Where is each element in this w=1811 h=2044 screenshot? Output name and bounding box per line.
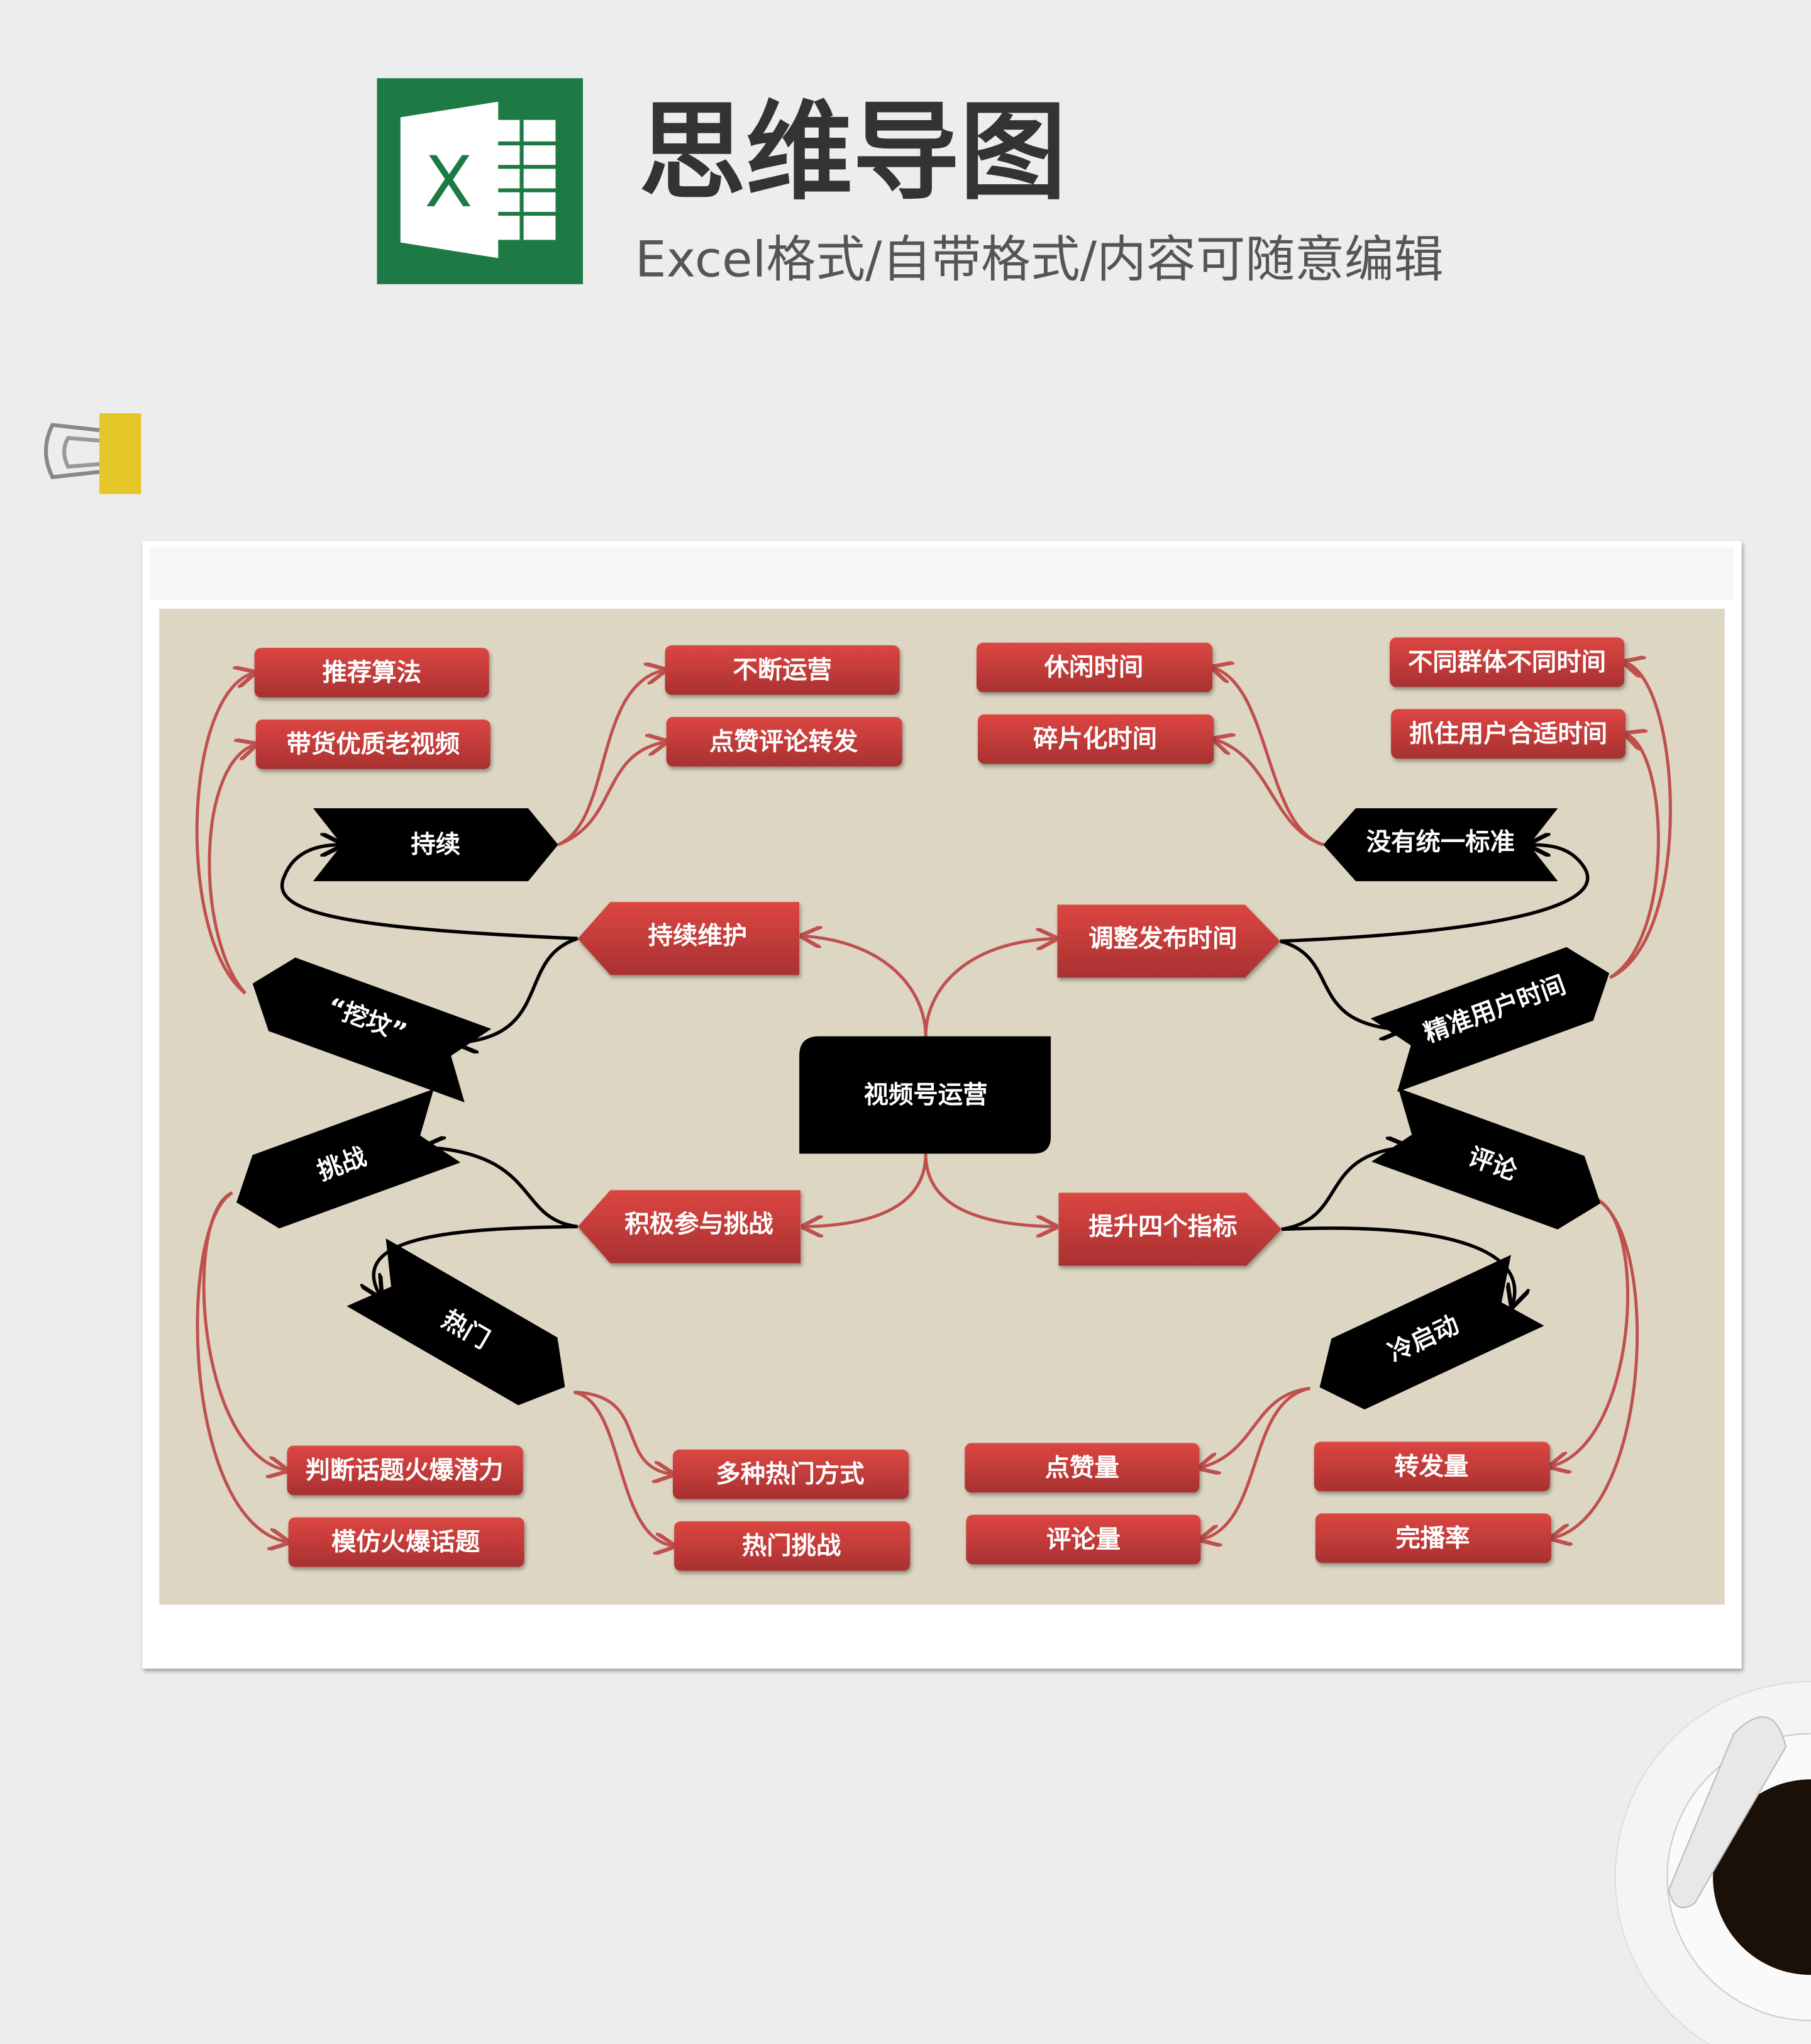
svg-text:视频号运营: 视频号运营	[864, 1080, 988, 1109]
branch-node-challenge[interactable]: 积极参与挑战	[577, 1190, 801, 1264]
sub-node-comment[interactable]: 评论	[1371, 1088, 1614, 1240]
svg-text:持续: 持续	[411, 830, 460, 859]
sub-node-dig[interactable]: “挖坟”	[239, 947, 492, 1103]
excel-logo: X	[377, 78, 584, 284]
svg-text:热门挑战: 热门挑战	[742, 1531, 841, 1560]
leaf-node[interactable]: 评论量	[966, 1514, 1201, 1565]
leaf-node[interactable]: 休闲时间	[976, 642, 1213, 692]
page-subtitle: Excel格式/自带格式/内容可随意编辑	[635, 230, 1443, 288]
svg-text:X: X	[424, 142, 473, 223]
branch-node-maintain[interactable]: 持续维护	[577, 902, 800, 975]
svg-text:完播率: 完播率	[1395, 1524, 1470, 1553]
leaf-node[interactable]: 不断运营	[665, 645, 900, 695]
connectors	[195, 662, 1672, 1546]
svg-text:调整发布时间: 调整发布时间	[1088, 924, 1237, 953]
leaf-node[interactable]: 多种热门方式	[673, 1449, 909, 1499]
svg-text:持续维护: 持续维护	[648, 921, 748, 950]
svg-text:多种热门方式: 多种热门方式	[716, 1460, 864, 1489]
sub-node-cold-start[interactable]: 冷启动	[1303, 1255, 1544, 1423]
center-node[interactable]: 视频号运营	[799, 1036, 1051, 1154]
branch-node-metrics[interactable]: 提升四个指标	[1058, 1192, 1282, 1266]
leaf-node[interactable]: 转发量	[1314, 1441, 1550, 1492]
svg-text:不断运营: 不断运营	[733, 655, 832, 684]
svg-text:转发量: 转发量	[1394, 1452, 1468, 1481]
leaf-node[interactable]: 碎片化时间	[978, 714, 1214, 764]
leaf-node[interactable]: 带货优质老视频	[255, 719, 490, 769]
leaf-node[interactable]: 热门挑战	[674, 1521, 911, 1571]
svg-text:休闲时间: 休闲时间	[1044, 653, 1144, 682]
sub-node-continue[interactable]: 持续	[313, 808, 558, 882]
leaf-node[interactable]: 点赞评论转发	[666, 716, 902, 767]
binder-clip-icon	[43, 413, 141, 494]
svg-text:积极参与挑战: 积极参与挑战	[624, 1209, 773, 1238]
svg-text:点赞量: 点赞量	[1045, 1453, 1119, 1482]
svg-text:抓住用户合适时间: 抓住用户合适时间	[1409, 719, 1607, 748]
leaf-node[interactable]: 点赞量	[965, 1443, 1200, 1493]
branch-node-schedule[interactable]: 调整发布时间	[1057, 904, 1280, 978]
svg-text:模仿火爆话题: 模仿火爆话题	[331, 1528, 480, 1557]
svg-text:提升四个指标: 提升四个指标	[1088, 1212, 1237, 1241]
svg-text:带货优质老视频: 带货优质老视频	[286, 730, 460, 759]
sub-node-no-standard[interactable]: 没有统一标准	[1323, 808, 1558, 882]
leaf-node[interactable]: 判断话题火爆潜力	[287, 1445, 523, 1496]
svg-text:没有统一标准: 没有统一标准	[1366, 828, 1515, 857]
leaf-node[interactable]: 完播率	[1315, 1513, 1552, 1564]
page-title: 思维导图	[639, 91, 1066, 215]
svg-text:不同群体不同时间: 不同群体不同时间	[1408, 648, 1606, 677]
leaf-node[interactable]: 抓住用户合适时间	[1391, 709, 1626, 759]
svg-text:点赞评论转发: 点赞评论转发	[709, 727, 858, 756]
sheet-header-row	[150, 547, 1734, 600]
leaf-node[interactable]: 模仿火爆话题	[288, 1517, 524, 1567]
svg-text:判断话题火爆潜力: 判断话题火爆潜力	[306, 1456, 504, 1485]
coffee-cup-icon	[1614, 1680, 1811, 2044]
sub-node-challenge[interactable]: 挑战	[223, 1089, 461, 1240]
leaf-node[interactable]: 推荐算法	[254, 648, 489, 697]
leaf-node[interactable]: 不同群体不同时间	[1390, 637, 1625, 687]
svg-text:碎片化时间: 碎片化时间	[1033, 725, 1157, 753]
svg-text:评论量: 评论量	[1046, 1525, 1121, 1554]
sub-node-hot[interactable]: 热门	[346, 1238, 584, 1421]
svg-text:推荐算法: 推荐算法	[322, 658, 421, 687]
